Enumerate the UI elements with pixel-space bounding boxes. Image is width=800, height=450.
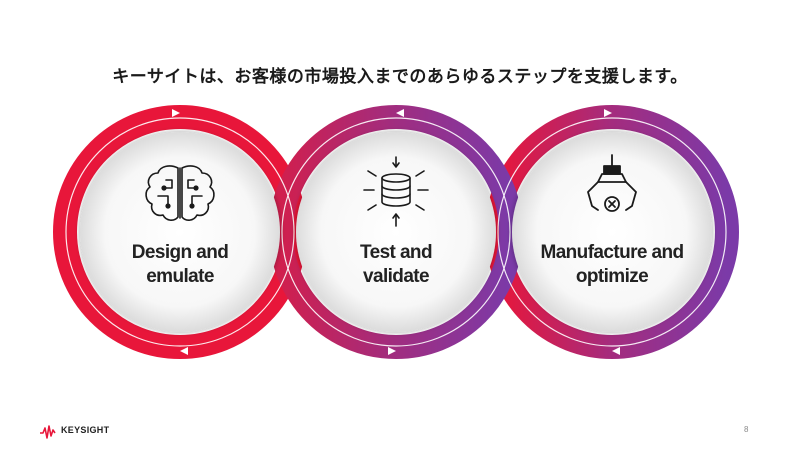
brain-circuit-icon — [145, 165, 215, 221]
brand-name: KEYSIGHT — [61, 425, 110, 435]
ring-arrows — [172, 109, 620, 355]
ring-design — [53, 105, 307, 359]
footer-logo: KEYSIGHT — [40, 425, 109, 435]
ring-manufacture — [485, 105, 739, 359]
arrow-left-icon — [612, 347, 620, 355]
page-number: 8 — [744, 425, 749, 434]
arrow-right-icon — [604, 109, 612, 117]
keysight-logo-icon — [40, 425, 56, 439]
disc-test — [296, 132, 496, 332]
disc-manufacture — [512, 132, 712, 332]
ring-test — [269, 105, 523, 359]
arrow-right-icon — [388, 347, 396, 355]
robotic-claw-icon — [587, 154, 637, 212]
disc-design — [80, 132, 280, 332]
slide-title: キーサイトは、お客様の市場投入までのあらゆるステップを支援します。 — [112, 67, 688, 87]
database-arrows-icon — [363, 156, 429, 227]
arrow-left-icon — [180, 347, 188, 355]
arrow-left-icon — [396, 109, 404, 117]
arrow-right-icon — [172, 109, 180, 117]
